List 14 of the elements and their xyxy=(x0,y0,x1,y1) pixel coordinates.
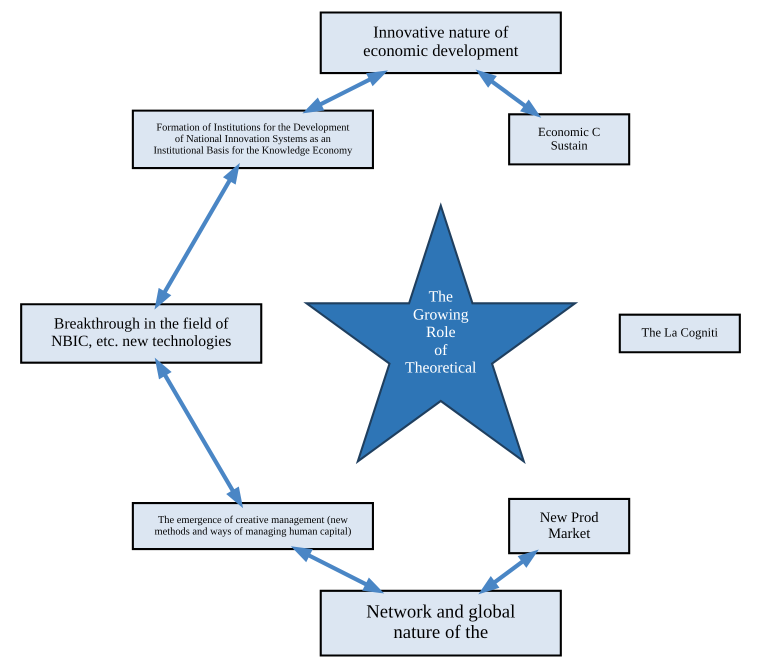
arrow xyxy=(154,358,243,508)
arrow xyxy=(290,546,384,594)
node-box: Innovative nature of economic development xyxy=(319,11,562,74)
node-box: Breakthrough in the field of NBIC, etc. new technologies xyxy=(20,303,262,364)
arrow xyxy=(475,69,541,118)
arrow xyxy=(154,162,240,310)
node-box: New Prod Market xyxy=(508,498,630,554)
node-box: The emergence of creative management (new methods and ways of managing human capital) xyxy=(131,502,374,550)
node-box: Formation of Institutions for the Development of National Innovation Systems as an Institutional Basis for the Knowledge Economy xyxy=(131,110,374,170)
arrow xyxy=(302,70,388,114)
node-box: Economic C Sustain xyxy=(508,113,630,166)
node-box: Network and global nature of the xyxy=(319,590,562,657)
node-box: The La Cogniti xyxy=(618,314,740,354)
arrow xyxy=(478,550,538,594)
